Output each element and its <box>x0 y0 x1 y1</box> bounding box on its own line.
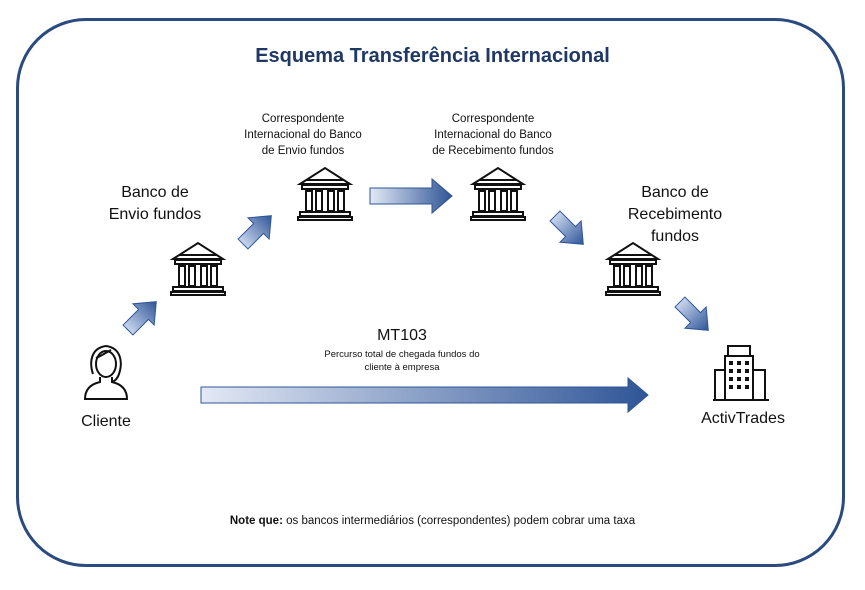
note-bold: Note que: <box>229 515 283 527</box>
note: Note que: os bancos intermediários (corr… <box>0 515 865 527</box>
diagram-frame <box>16 18 845 567</box>
client-label: Cliente <box>81 413 131 430</box>
corr-sending-bank-icon <box>297 167 353 221</box>
arrow-bank-to-company <box>668 290 720 342</box>
corr-receiving-label: Correspondente Internacional do Banco de… <box>432 113 554 157</box>
arrow-client-to-bank <box>116 290 168 342</box>
arrow-correspondent-to-bank <box>543 204 595 256</box>
corr-receiving-bank-icon <box>470 167 526 221</box>
sending-bank-label: Banco de Envio fundos <box>108 184 202 223</box>
corr-sending-label: Correspondente Internacional do Banco de… <box>244 113 362 157</box>
client-icon <box>83 344 129 400</box>
company-label: ActivTrades <box>701 410 785 427</box>
diagram-title: Esquema Transferência Internacional <box>255 45 610 67</box>
note-text: os bancos intermediários (correspondente… <box>282 515 636 527</box>
sending-bank-icon <box>170 242 226 296</box>
mt103-description: Percurso total de chegada fundos do clie… <box>324 349 480 373</box>
mt103-label: MT103 <box>377 327 427 344</box>
receiving-bank-icon <box>605 242 661 296</box>
receiving-bank-label: Banco de Recebimento fundos <box>627 184 723 245</box>
arrow-bank-to-correspondent <box>231 204 283 256</box>
arrow-between-correspondents <box>369 177 453 215</box>
mt103-arrow <box>200 376 649 414</box>
building-icon <box>713 345 769 401</box>
